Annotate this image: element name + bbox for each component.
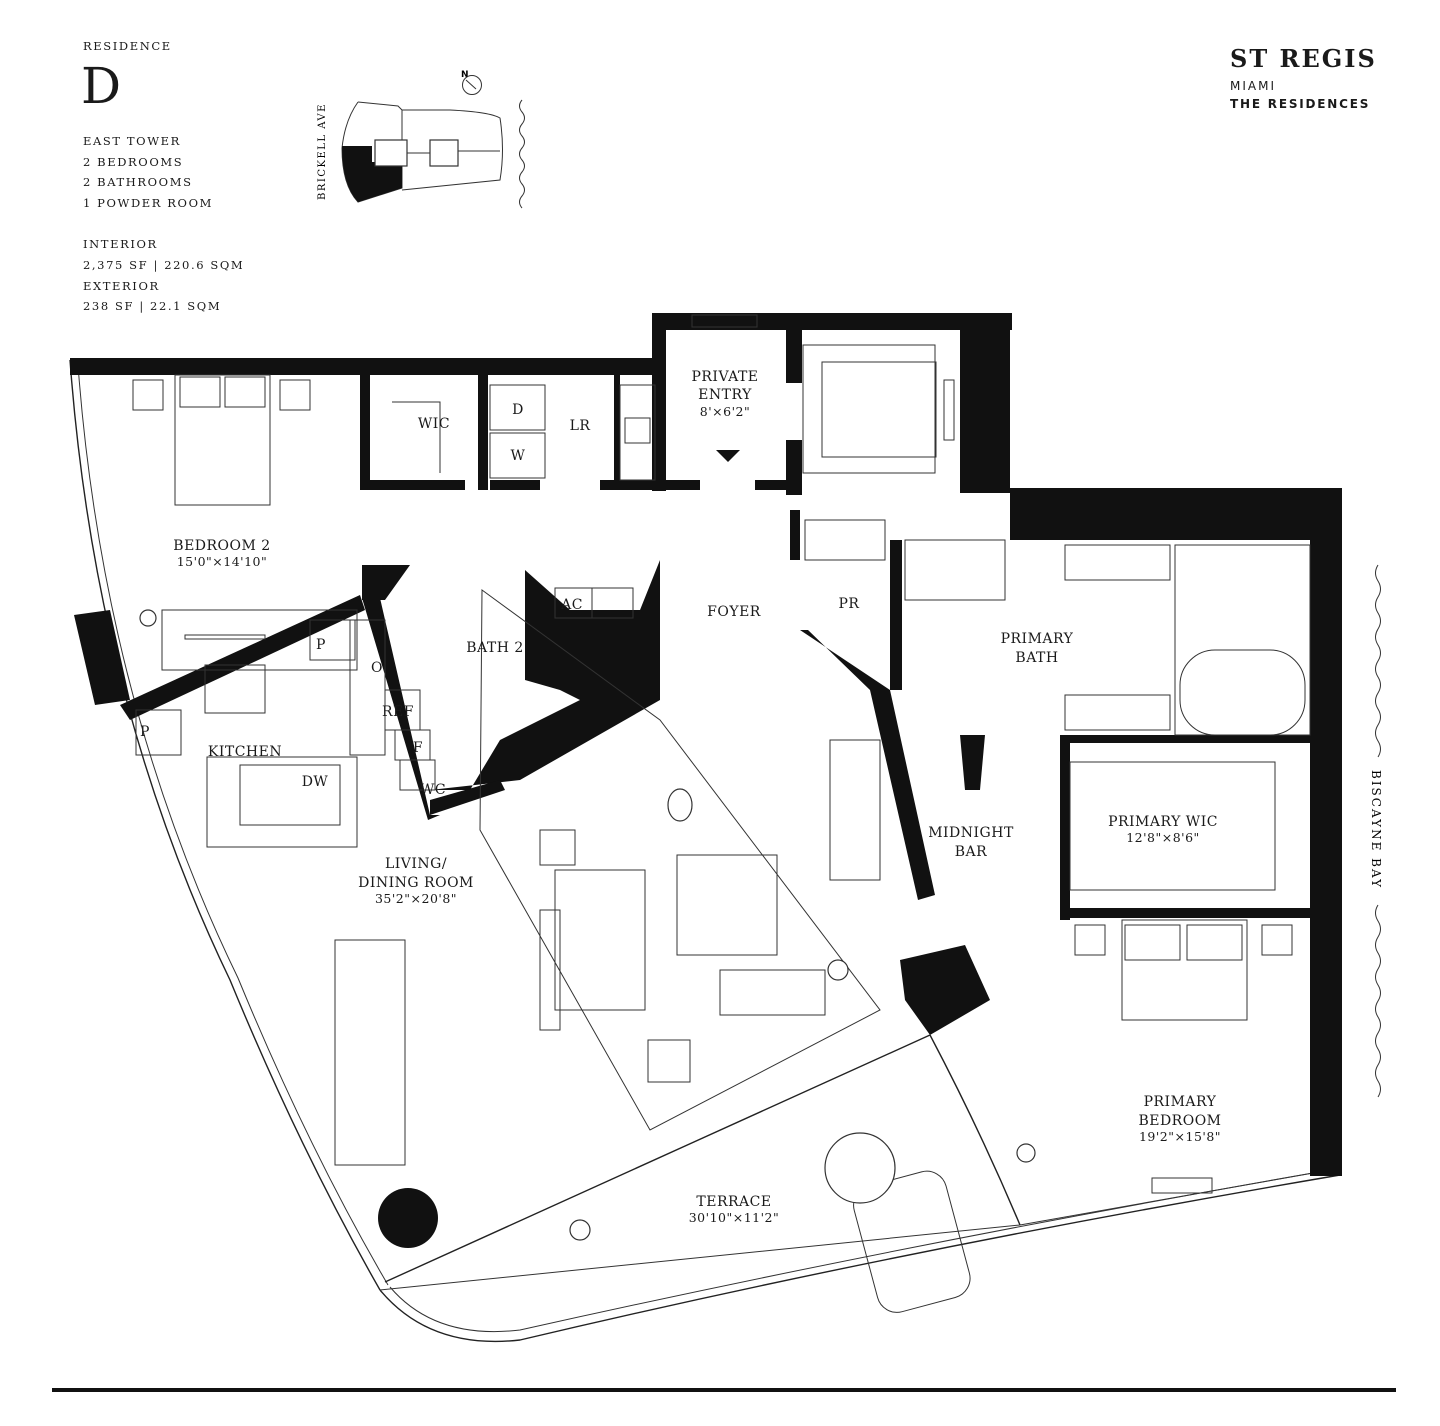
bedrooms: 2 BEDROOMS <box>83 154 184 169</box>
label-washer: W <box>511 448 526 464</box>
label-oven: O <box>371 660 383 676</box>
powder-room: 1 POWDER ROOM <box>83 196 213 211</box>
compass-icon <box>462 75 482 95</box>
residence-letter: D <box>81 56 122 115</box>
label-living: LIVING/ <box>385 856 447 872</box>
label-midnight-bar-2: BAR <box>955 844 987 860</box>
st-regis-logo: ST REGIS MIAMI THE RESIDENCES <box>1230 44 1377 111</box>
label-wine-cooler: WC <box>420 782 446 798</box>
street-label: BRICKELL AVE <box>317 103 328 200</box>
dim-primary-wic: 12'8"×8'6" <box>1126 830 1200 845</box>
unit-highlight <box>342 146 402 202</box>
label-wic: WIC <box>418 416 450 432</box>
key-plan: N BRICKELL AVE <box>317 70 525 209</box>
label-dishwasher: DW <box>302 774 329 790</box>
terrace-edge <box>379 1174 1341 1343</box>
entry-arrow-icon <box>716 450 740 462</box>
interior-label: INTERIOR <box>83 236 158 251</box>
label-private-entry: PRIVATE <box>691 369 758 385</box>
exterior-value: 238 SF | 22.1 SQM <box>83 299 222 314</box>
exterior-label: EXTERIOR <box>83 278 160 293</box>
label-midnight-bar: MIDNIGHT <box>928 825 1014 841</box>
bathrooms: 2 BATHROOMS <box>83 175 193 190</box>
label-bedroom-2: BEDROOM 2 <box>173 538 270 554</box>
label-laundry: LR <box>570 418 591 434</box>
label-bath-2: BATH 2 <box>466 640 524 656</box>
footer-rule <box>52 1388 1396 1392</box>
brand-name: ST REGIS <box>1230 44 1377 73</box>
label-primary-wic: PRIMARY WIC <box>1108 814 1218 830</box>
water-line <box>519 99 525 209</box>
dim-primary-bedroom: 19'2"×15'8" <box>1139 1129 1221 1144</box>
label-ac: AC <box>560 597 583 613</box>
label-primary-bedroom: PRIMARY <box>1144 1094 1217 1110</box>
column <box>378 1188 438 1248</box>
label-foyer: FOYER <box>707 604 761 620</box>
tower: EAST TOWER <box>83 133 181 148</box>
dim-terrace: 30'10"×11'2" <box>689 1210 780 1225</box>
window-wall <box>69 359 381 1291</box>
residence-info: RESIDENCE D EAST TOWER 2 BEDROOMS 2 BATH… <box>81 36 245 317</box>
label-terrace: TERRACE <box>696 1194 771 1210</box>
interior-value: 2,375 SF | 220.6 SQM <box>83 257 245 272</box>
water-line <box>1375 564 1381 758</box>
label-freezer: F <box>413 740 423 756</box>
north-label: N <box>461 70 469 80</box>
label-pantry-1: P <box>140 724 150 740</box>
brand-city: MIAMI <box>1230 79 1276 93</box>
label-pantry-2: P <box>316 637 326 653</box>
residence-label: RESIDENCE <box>83 39 172 53</box>
dim-bedroom-2: 15'0"×14'10" <box>177 554 268 569</box>
label-primary-bath: PRIMARY <box>1001 631 1074 647</box>
label-primary-bedroom-2: BEDROOM <box>1138 1113 1221 1129</box>
label-powder-room: PR <box>839 596 860 612</box>
room-labels: PRIVATE ENTRY 8'×6'2" WIC D W LR BEDROOM… <box>140 369 1221 1225</box>
brand-sub: THE RESIDENCES <box>1230 97 1371 111</box>
label-kitchen: KITCHEN <box>208 744 282 760</box>
label-private-entry-2: ENTRY <box>698 387 752 403</box>
label-dining: DINING ROOM <box>358 875 474 891</box>
label-ref: REF <box>382 704 414 720</box>
label-dryer: D <box>512 402 524 418</box>
water-label: BISCAYNE BAY <box>1369 770 1383 889</box>
water-line <box>1375 904 1381 1098</box>
label-primary-bath-2: BATH <box>1015 650 1058 666</box>
dim-living: 35'2"×20'8" <box>375 891 457 906</box>
dim-private-entry: 8'×6'2" <box>700 404 750 419</box>
